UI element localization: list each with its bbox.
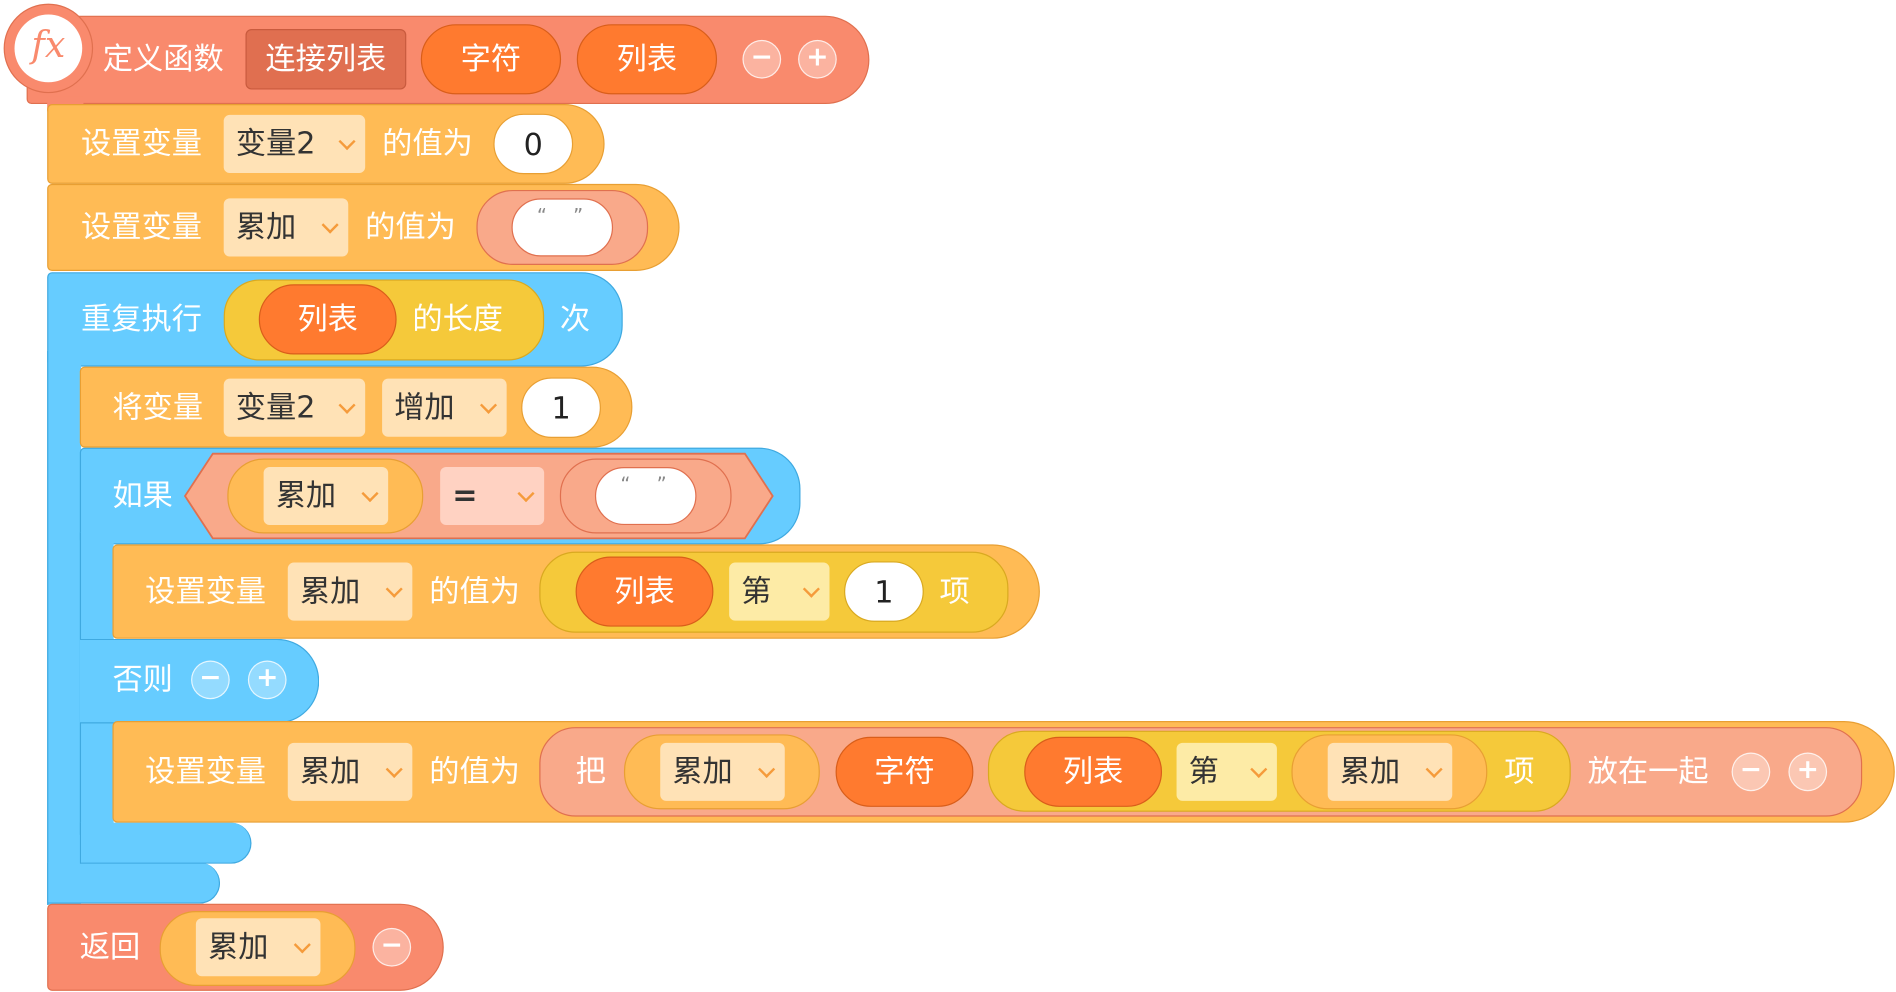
text-input-empty[interactable]: “ ” <box>594 466 697 526</box>
list-param-reporter[interactable]: 列表 <box>1024 736 1163 807</box>
var-dropdown-sum[interactable]: 累加 <box>660 742 785 801</box>
add-param-button[interactable]: + <box>798 39 837 79</box>
repeat-block-arm <box>47 350 82 905</box>
var-dropdown-sum[interactable]: 累加 <box>287 562 413 621</box>
together-label: 放在一起 <box>1587 753 1709 789</box>
remove-param-button[interactable]: − <box>742 39 782 79</box>
to-label: 的值为 <box>382 125 473 161</box>
var-dropdown-sum[interactable]: 累加 <box>287 742 413 801</box>
value-input-1[interactable]: 1 <box>521 377 601 438</box>
char-param-reporter[interactable]: 字符 <box>835 736 974 807</box>
op-dropdown-increase[interactable]: 增加 <box>382 378 507 437</box>
nth-dropdown[interactable]: 第 <box>729 562 830 621</box>
add-join-item-button[interactable]: + <box>1788 752 1828 792</box>
repeat-block-footer <box>47 862 221 904</box>
join-label: 把 <box>575 753 606 789</box>
define-keyword: 定义函数 <box>102 41 224 77</box>
change-keyword: 将变量 <box>112 389 204 425</box>
fx-icon-label: fx <box>31 24 66 67</box>
if-block-footer <box>79 822 252 864</box>
to-label: 的值为 <box>429 573 520 609</box>
length-label: 的长度 <box>412 301 504 337</box>
item-label: 项 <box>1504 753 1535 789</box>
list-param-reporter[interactable]: 列表 <box>258 284 397 355</box>
var-dropdown-sum[interactable]: 累加 <box>1327 742 1453 801</box>
return-keyword: 返回 <box>79 929 141 965</box>
times-label: 次 <box>559 301 591 337</box>
repeat-keyword: 重复执行 <box>81 301 202 337</box>
nth-dropdown[interactable]: 第 <box>1176 742 1277 801</box>
chevron-down-icon <box>338 396 356 414</box>
var-dropdown-sum[interactable]: 累加 <box>195 918 321 977</box>
if-keyword: 如果 <box>112 477 173 513</box>
to-label: 的值为 <box>365 209 456 245</box>
remove-branch-button[interactable]: − <box>191 660 230 700</box>
chevron-down-icon <box>517 485 535 503</box>
fx-icon[interactable]: fx <box>3 3 94 94</box>
chevron-down-icon <box>802 580 820 598</box>
to-label: 的值为 <box>429 753 520 789</box>
item-label: 项 <box>939 573 970 609</box>
set-keyword: 设置变量 <box>145 573 267 609</box>
add-branch-button[interactable]: + <box>247 660 287 700</box>
chevron-down-icon <box>1250 760 1268 778</box>
chevron-down-icon <box>1425 760 1443 778</box>
chevron-down-icon <box>293 936 311 954</box>
var-dropdown-sum[interactable]: 累加 <box>223 198 349 257</box>
var-dropdown-var2[interactable]: 变量2 <box>223 114 366 174</box>
remove-join-item-button[interactable]: − <box>1731 752 1771 792</box>
list-param-reporter[interactable]: 列表 <box>575 556 714 627</box>
remove-return-button[interactable]: − <box>372 927 412 967</box>
chevron-down-icon <box>385 760 403 778</box>
chevron-down-icon <box>361 485 379 503</box>
chevron-down-icon <box>479 396 498 414</box>
index-input-1[interactable]: 1 <box>844 561 924 622</box>
chevron-down-icon <box>385 580 403 598</box>
compare-op-dropdown[interactable]: = <box>440 466 545 526</box>
else-keyword: 否则 <box>112 661 173 697</box>
chevron-down-icon <box>338 132 356 151</box>
var-dropdown-sum[interactable]: 累加 <box>263 466 389 526</box>
param-list[interactable]: 列表 <box>576 24 718 95</box>
text-input-empty[interactable]: “ ” <box>511 198 614 257</box>
set-keyword: 设置变量 <box>145 753 267 789</box>
chevron-down-icon <box>321 216 339 234</box>
param-char[interactable]: 字符 <box>420 24 562 95</box>
value-input-0[interactable]: 0 <box>493 113 574 175</box>
var-dropdown-var2[interactable]: 变量2 <box>223 378 366 437</box>
function-name-field[interactable]: 连接列表 <box>245 29 407 90</box>
chevron-down-icon <box>758 760 776 778</box>
set-keyword: 设置变量 <box>81 125 202 161</box>
set-keyword: 设置变量 <box>81 209 202 245</box>
